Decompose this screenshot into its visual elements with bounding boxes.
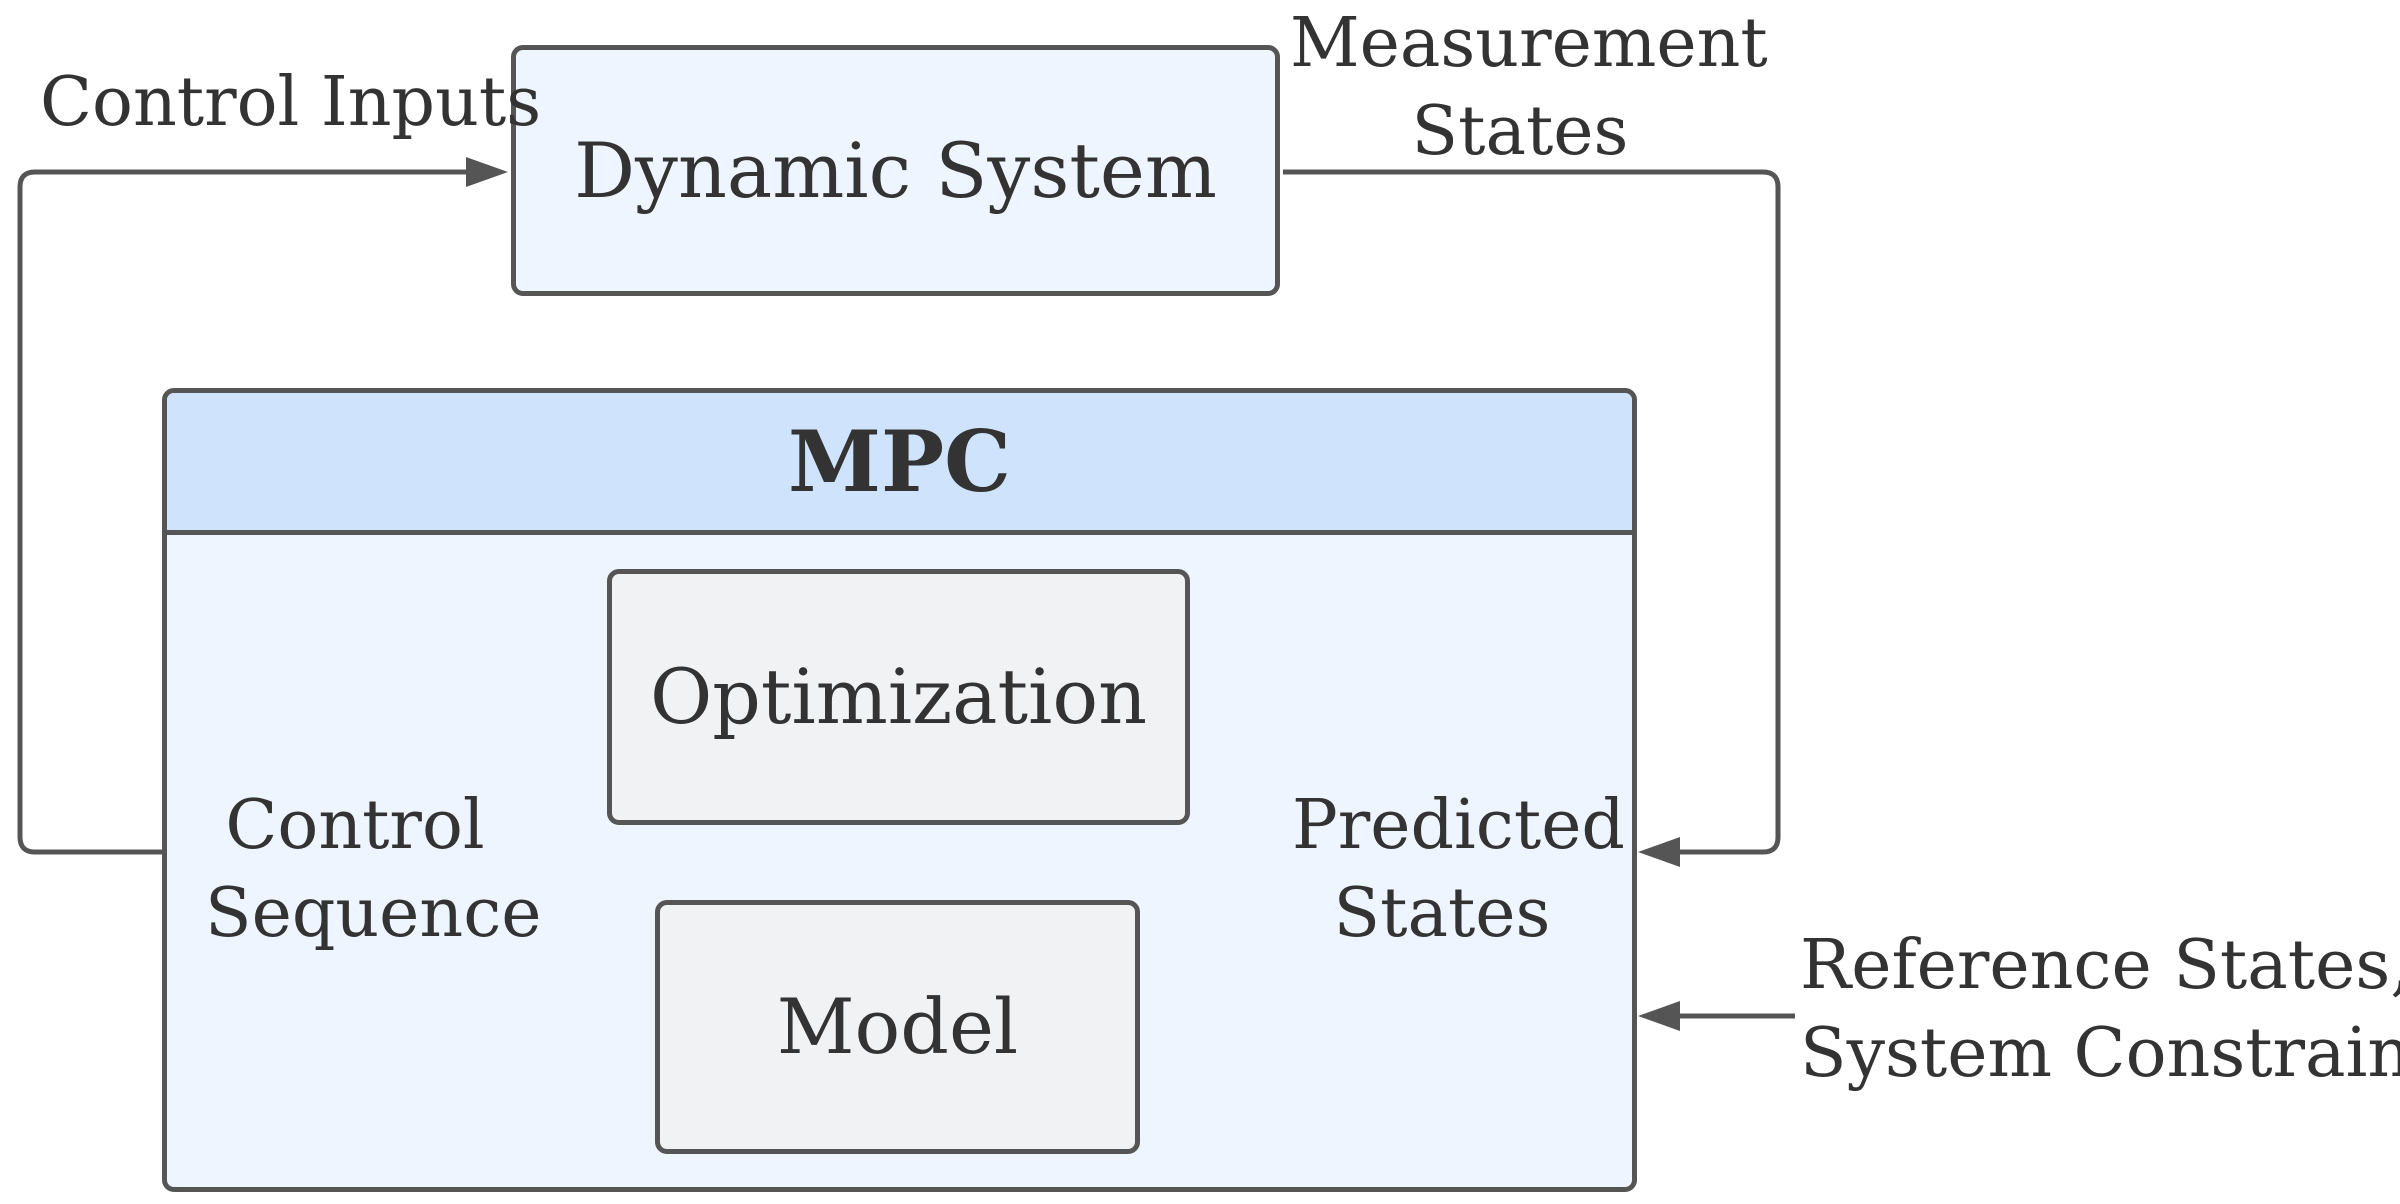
dynamic-system-block: Dynamic System: [511, 45, 1280, 296]
reference-constraints-label: Reference States, System Constraints: [1800, 926, 2400, 1093]
arrowhead-reference-constraints: [1638, 1001, 1680, 1031]
model-block: Model: [655, 900, 1140, 1154]
control-inputs-label: Control Inputs: [40, 63, 542, 142]
dynamic-system-label: Dynamic System: [574, 125, 1217, 215]
measurement-states-label: Measurement States: [1290, 4, 1768, 171]
arrowhead-control-inputs: [466, 157, 508, 187]
model-label: Model: [776, 982, 1019, 1071]
arrowhead-measurement-states: [1638, 837, 1680, 867]
predicted-states-label: Predicted States: [1292, 786, 1625, 953]
control-sequence-label: Control Sequence: [205, 786, 542, 953]
control-inputs-wire: [17, 169, 478, 855]
optimization-block: Optimization: [607, 569, 1190, 825]
optimization-label: Optimization: [649, 652, 1148, 741]
mpc-header: MPC: [167, 393, 1632, 535]
measurement-states-wire: [1283, 169, 1781, 855]
mpc-title: MPC: [787, 411, 1011, 511]
